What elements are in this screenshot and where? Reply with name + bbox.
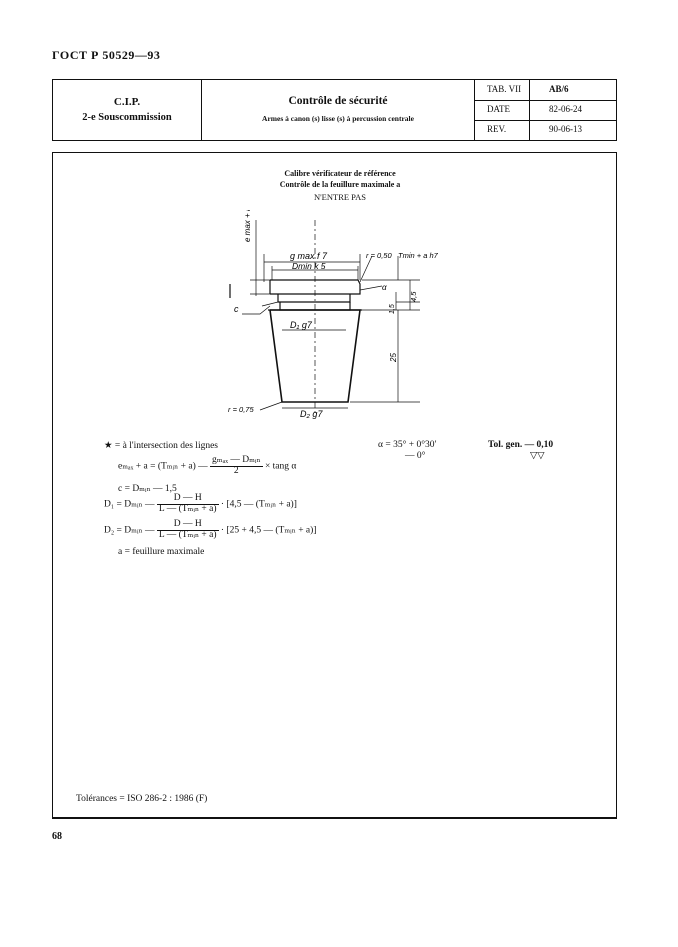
d2-num: D — H [156, 519, 219, 531]
c-formula: c = Dₘᵢₙ — 1,5 [118, 484, 177, 494]
tol-gen: Tol. gen. — 0,10 [488, 440, 554, 450]
e-formula: eₘₐₓ + a = (Tₘᵢₙ + a) — gₘₐₓ — Dₘᵢₙ 2 × … [118, 455, 297, 477]
label-dim-45: 4,5 [409, 291, 418, 302]
standard-number: ГОСТ Р 50529—93 [52, 48, 161, 62]
label-dim-25: 25 [389, 353, 398, 363]
tolerances-note: Tolérances = ISO 286-2 : 1986 (F) [76, 794, 208, 804]
d1-lhs: D₁ = Dₘᵢₙ — [104, 499, 155, 510]
d2-formula: D₂ = Dₘᵢₙ — D — H L — (Tₘᵢₙ + a) · [25 +… [104, 519, 317, 541]
label-tmin: Tmin + a h7 [398, 251, 439, 260]
label-dmin: Dmin k 5 [292, 261, 326, 271]
alpha-lower: — 0° [405, 451, 426, 461]
alpha-formula: α = 35° + 0°30′ [378, 440, 437, 450]
header-title: Contrôle de sécurité [288, 95, 388, 107]
label-gmax: g max f 7 [290, 251, 328, 261]
gauge-drawing: e max + a h7 g max f 7 Dmin k 5 r = 0,50… [228, 210, 439, 419]
label-dim-15: 1,5 [389, 304, 396, 314]
drawing-title-2: Contrôle de la feuillure maximale a [279, 180, 401, 189]
drawing-title-1: Calibre vérificateur de référence [284, 169, 396, 178]
label-d1: D₁ g7 [290, 320, 313, 330]
e-formula-rhs: × tang α [264, 461, 297, 472]
e-fraction: gₘₐₓ — Dₘᵢₙ 2 [210, 455, 263, 477]
label-emax: e max + a h7 [243, 210, 252, 242]
org-name: C.I.P. [113, 96, 141, 108]
d1-formula: D₁ = Dₘᵢₙ — D — H L — (Tₘᵢₙ + a) · [4,5 … [104, 493, 297, 515]
date-label: DATE [487, 104, 510, 114]
e-frac-num: gₘₐₓ — Dₘᵢₙ [210, 455, 263, 467]
label-c: c [234, 304, 239, 314]
d1-den: L — (Tₘᵢₙ + a) [158, 503, 217, 514]
date-value: 82-06-24 [549, 104, 582, 114]
d1-fraction: D — H L — (Tₘᵢₙ + a) [156, 493, 219, 515]
tab-value: AB/6 [549, 84, 569, 94]
label-r075: r = 0,75 [228, 405, 254, 414]
drawing-title-3: N'ENTRE PAS [314, 192, 366, 202]
label-r050: r = 0,50 [366, 251, 392, 260]
d1-num: D — H [156, 493, 219, 505]
d2-den: L — (Tₘᵢₙ + a) [158, 529, 217, 540]
d2-fraction: D — H L — (Tₘᵢₙ + a) [156, 519, 219, 541]
subcommission: 2-e Souscommission [82, 112, 172, 123]
d2-rhs: · [25 + 4,5 — (Tₘᵢₙ + a)] [220, 525, 317, 536]
e-frac-den: 2 [233, 465, 239, 476]
page-number: 68 [52, 831, 62, 842]
tol-symbol: ▽▽ [530, 451, 545, 461]
label-alpha: α [382, 283, 387, 292]
header-subtitle: Armes à canon (s) lisse (s) à percussion… [262, 114, 414, 123]
d1-rhs: · [4,5 — (Tₘᵢₙ + a)] [220, 499, 297, 510]
drawing-frame [52, 152, 617, 819]
d2-lhs: D₂ = Dₘᵢₙ — [104, 525, 155, 536]
label-d2: D₂ g7 [300, 409, 323, 419]
rev-value: 90-06-13 [549, 124, 582, 134]
rev-label: REV. [487, 124, 507, 134]
a-definition: a = feuillure maximale [118, 547, 205, 557]
e-formula-lhs: eₘₐₓ + a = (Tₘᵢₙ + a) — [118, 461, 208, 472]
header-table: C.I.P. 2-e Souscommission Contrôle de sé… [52, 79, 617, 141]
tab-label: TAB. VII [487, 84, 522, 94]
star-note: ★ = à l'intersection des lignes [104, 441, 218, 451]
rim-outline [270, 279, 361, 295]
